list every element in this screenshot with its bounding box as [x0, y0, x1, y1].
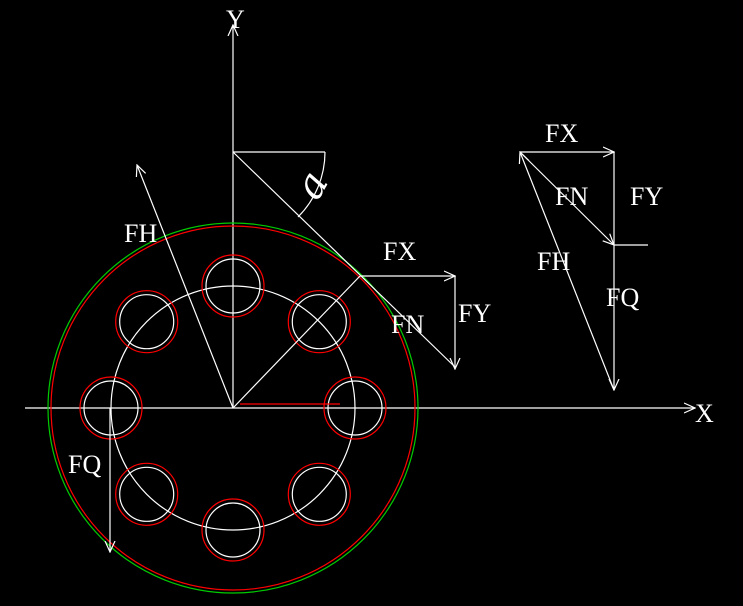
- bolt-hole-outer: [323, 376, 387, 440]
- fh-label-tri: FH: [537, 247, 570, 276]
- bolt-hole-inner: [119, 294, 175, 350]
- bolt-hole-inner: [291, 294, 347, 350]
- bolt-holes: [79, 254, 387, 562]
- bolt-hole-inner: [119, 466, 175, 522]
- bolt-circle: [110, 285, 356, 531]
- fh-arrow-left: [137, 165, 234, 409]
- bolt-hole-outer: [115, 462, 179, 526]
- fx-label-tri: FX: [545, 119, 578, 148]
- flange-outer-circle: [47, 222, 419, 594]
- fy-label-tri: FY: [630, 182, 663, 211]
- angle-arc: [297, 151, 326, 218]
- bolt-hole-inner: [83, 380, 139, 436]
- fh-arrow-tri: [520, 152, 615, 391]
- alpha-label: a: [286, 163, 338, 207]
- bolt-hole-inner: [291, 466, 347, 522]
- bolt-hole-outer: [79, 376, 143, 440]
- y-axis-label: Y: [226, 5, 245, 34]
- bolt-hole-inner: [327, 380, 383, 436]
- fn-arrow-tri: [519, 151, 614, 245]
- bolt-hole-outer: [201, 254, 265, 318]
- fq-label-left: FQ: [68, 450, 101, 479]
- fq-label-tri: FQ: [606, 283, 639, 312]
- bolt-hole-outer: [115, 290, 179, 354]
- fh-label-left: FH: [124, 219, 157, 248]
- fn-label-mid: FN: [391, 310, 424, 339]
- flange-red-circle: [50, 225, 416, 591]
- bolt-hole-inner: [205, 258, 261, 314]
- fy-label-mid: FY: [458, 299, 491, 328]
- angle-diagonal-line: [232, 151, 456, 368]
- radius-line: [232, 275, 361, 409]
- bolt-hole-outer: [201, 498, 265, 562]
- bolt-hole-inner: [205, 502, 261, 558]
- bolt-hole-outer: [287, 290, 351, 354]
- fn-label-tri: FN: [555, 182, 588, 211]
- bolt-hole-outer: [287, 462, 351, 526]
- x-axis-label: X: [695, 399, 714, 428]
- fx-label-mid: FX: [383, 237, 416, 266]
